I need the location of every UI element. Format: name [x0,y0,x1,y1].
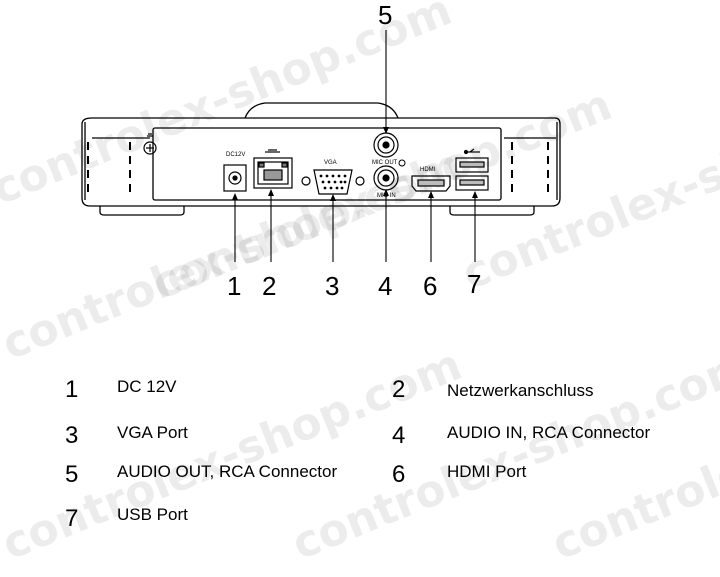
legend-text-2: Netzwerkanschluss [447,381,594,400]
led-indicator [398,159,406,167]
usb-icon [463,148,480,155]
vga-port-label: VGA [324,160,337,166]
legend-text-7: USB Port [117,505,188,524]
right-vents [511,142,549,192]
left-foot [99,206,185,216]
legend-text-6: HDMI Port [447,462,527,481]
ground-screw-icon [143,133,157,155]
callout-1: 1 [227,271,241,301]
network-port [253,149,293,189]
legend-text-5: AUDIO OUT, RCA Connector [117,462,338,481]
dc-port-label: DC12V [226,152,245,158]
audio-out-port: MIC OUT [372,132,399,166]
vga-port: VGA [301,160,365,195]
legend-text-1: DC 12V [117,377,177,396]
legend-text-4: AUDIO IN, RCA Connector [447,423,651,442]
hdmi-port-label: HDMI [420,167,436,173]
legend-num-6: 6 [392,461,406,488]
callout-3: 3 [325,271,339,301]
dc-power-port: DC12V [223,152,247,192]
hdmi-port: HDMI [411,167,451,192]
callout-6: 6 [423,271,437,301]
legend-num-4: 4 [392,422,406,449]
left-vents [87,142,131,192]
watermark-6: controlex-shop.com [0,339,469,570]
callout-7: 7 [467,269,481,299]
legend-num-1: 1 [65,376,79,403]
usb-ports [455,148,489,191]
legend-text-3: VGA Port [117,423,188,442]
callout-5: 5 [378,0,392,30]
legend-num-7: 7 [65,505,79,532]
leader-lines [234,30,476,262]
watermark-5: controlex-shop.com [285,339,720,570]
leader-arrows [232,127,478,201]
callout-4: 4 [378,271,392,301]
audio-out-label: MIC OUT [372,160,398,166]
legend-num-2: 2 [392,376,406,403]
legend-num-3: 3 [65,422,79,449]
legend-num-5: 5 [65,461,79,488]
right-foot [449,206,535,216]
callout-2: 2 [262,271,276,301]
nvr-device [81,102,561,216]
